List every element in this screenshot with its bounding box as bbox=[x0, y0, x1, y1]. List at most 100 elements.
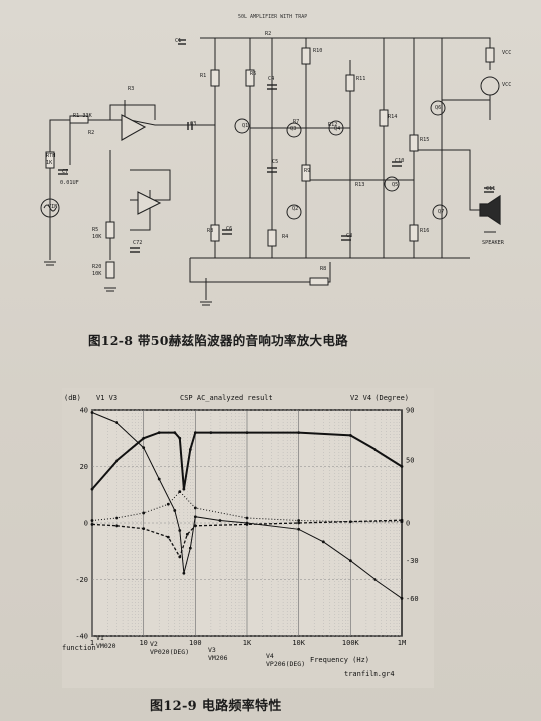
left-series-markers: V1 V3 bbox=[96, 394, 117, 402]
component-label: 10K bbox=[92, 271, 102, 277]
x-tick: 1 bbox=[90, 639, 94, 647]
component-label: R1 bbox=[200, 73, 206, 79]
component-label: R11 bbox=[356, 76, 365, 82]
y-tick: 20 bbox=[80, 463, 88, 471]
component-label: 1K bbox=[46, 160, 53, 166]
series-v3-point bbox=[185, 532, 189, 536]
component-label: R15 bbox=[420, 137, 429, 143]
series-v3-point bbox=[115, 524, 119, 528]
series-v2-point bbox=[173, 509, 177, 512]
component-label: R3 bbox=[207, 228, 213, 234]
series-v2-point bbox=[218, 519, 222, 522]
series-v1-point bbox=[115, 459, 119, 463]
component-label: C8 bbox=[346, 233, 352, 239]
component-label: R14 bbox=[388, 114, 397, 120]
series-v3-point bbox=[245, 523, 249, 526]
series-v1-point bbox=[373, 448, 377, 451]
component-label: Q1 bbox=[242, 123, 248, 129]
component-label: C72 bbox=[133, 240, 142, 246]
component-label: C7 bbox=[62, 169, 68, 175]
series-v4-point bbox=[193, 506, 197, 510]
series-v1-point bbox=[297, 431, 301, 434]
series-v4-point bbox=[245, 516, 249, 520]
series-v3-point bbox=[178, 555, 182, 559]
component-label: C10 bbox=[395, 158, 404, 164]
series-v1-point bbox=[348, 434, 352, 437]
component-label: R16 bbox=[420, 228, 429, 234]
component-label: R10 bbox=[313, 48, 322, 54]
y2-tick: 0 bbox=[406, 520, 410, 528]
x-tick: 100 bbox=[189, 639, 202, 647]
series-v1-point bbox=[142, 436, 146, 440]
component-label: VCC bbox=[502, 82, 511, 88]
series-v4-point bbox=[348, 520, 352, 524]
y2-tick: 90 bbox=[406, 407, 414, 415]
component-label: R3 bbox=[128, 86, 134, 92]
series-v3-point bbox=[90, 523, 94, 526]
component-label: C5 bbox=[272, 159, 278, 165]
component-label: 10K bbox=[92, 234, 102, 240]
component-label: R7 bbox=[293, 119, 299, 125]
plot-filename: tranfilm.gr4 bbox=[344, 670, 395, 678]
opamp-symbols bbox=[121, 114, 162, 215]
x-tick: 1K bbox=[243, 639, 252, 647]
series-v4-point bbox=[90, 519, 94, 522]
component-label: VIN bbox=[48, 204, 57, 210]
component-label: Q5 bbox=[392, 182, 398, 188]
series-v4-point bbox=[178, 490, 182, 494]
series-v1-point bbox=[245, 431, 249, 434]
component-label: VCC bbox=[502, 50, 511, 56]
series-v1-point bbox=[209, 431, 213, 434]
legend-entry-name: V1 bbox=[96, 634, 104, 642]
series-v2-point bbox=[142, 446, 146, 450]
x-tick: 10K bbox=[292, 639, 305, 647]
y-tick: -20 bbox=[75, 576, 88, 584]
series-v1-point bbox=[157, 431, 161, 434]
x-tick: 1M bbox=[398, 639, 406, 647]
component-label: 0.01UF bbox=[60, 180, 79, 186]
component-label: R2 bbox=[88, 130, 94, 136]
x-tick: 10 bbox=[139, 639, 147, 647]
legend-entry-unit: VP206(DEG) bbox=[266, 660, 305, 668]
component-label: C1 bbox=[175, 38, 181, 44]
legend-entry-unit: VM020 bbox=[96, 642, 116, 650]
y-axis-label: (dB) bbox=[64, 394, 81, 402]
component-label: R4 bbox=[282, 234, 288, 240]
series-v4-point bbox=[400, 520, 404, 524]
component-label: R5 bbox=[92, 227, 98, 233]
resistor-symbols bbox=[45, 47, 495, 286]
series-v2-point bbox=[373, 578, 377, 581]
signal-source-symbol bbox=[40, 198, 60, 218]
capacitor-symbols bbox=[58, 39, 494, 253]
legend-entry-unit: VM206 bbox=[208, 654, 228, 662]
y-tick: 0 bbox=[84, 520, 88, 528]
legend-entry-name: V2 bbox=[150, 640, 158, 648]
component-labels: R1 33KR2R3RTH1KVINC70.01UFR510KC72R2010K… bbox=[46, 31, 511, 277]
y2-tick: 50 bbox=[406, 457, 414, 465]
chart-title: CSP AC_analyzed result bbox=[180, 394, 273, 402]
y-tick: -40 bbox=[75, 633, 88, 641]
transistor-symbols bbox=[234, 100, 448, 220]
component-label: SPEAKER bbox=[482, 240, 505, 246]
component-label: R8 bbox=[320, 266, 326, 272]
ground-symbols bbox=[44, 231, 496, 306]
series-v4-point bbox=[166, 502, 170, 506]
series-v1-point bbox=[90, 487, 94, 491]
function-label: function bbox=[62, 644, 96, 652]
series-v2-point bbox=[182, 571, 186, 575]
component-label: R20 bbox=[92, 264, 101, 270]
legend-entry-unit: VP020(DEG) bbox=[150, 648, 189, 656]
series-v1-point bbox=[182, 487, 186, 491]
series-v4-point bbox=[297, 519, 301, 522]
legend-entry-name: V4 bbox=[266, 652, 274, 660]
series-v2-point bbox=[297, 527, 301, 531]
series-v1-point bbox=[400, 465, 404, 468]
series-v2-point bbox=[348, 559, 352, 563]
series-v3-point bbox=[142, 527, 146, 531]
